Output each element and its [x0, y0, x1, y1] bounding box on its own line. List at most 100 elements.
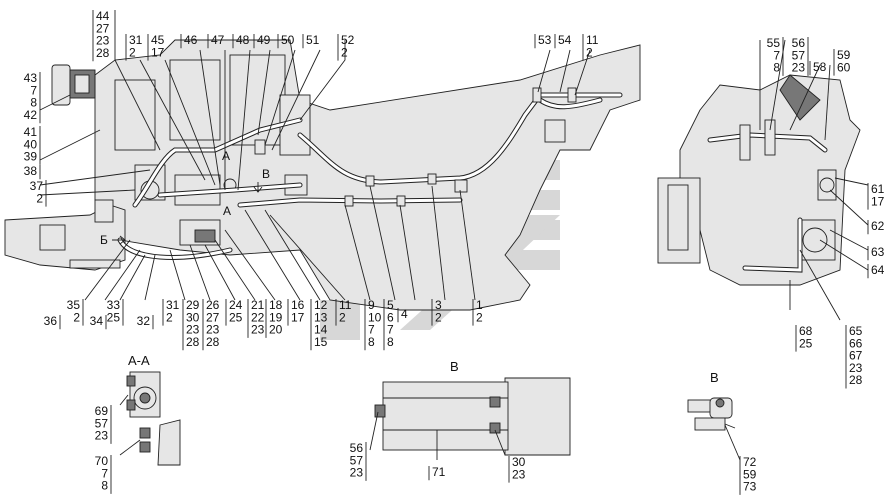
- part-number-label: 17: [291, 310, 305, 324]
- callout-s62: 62: [867, 219, 885, 235]
- part-number-label: 7: [30, 83, 37, 97]
- part-number-label: 45: [151, 33, 165, 47]
- part-number-label: 39: [24, 150, 38, 164]
- part-number-label: 57: [95, 416, 109, 430]
- part-number-label: 23: [95, 429, 109, 443]
- part-number-label: 57: [792, 48, 806, 62]
- part-number-label: 72: [743, 455, 757, 469]
- engine-block: [94, 39, 641, 311]
- filter-assembly: [51, 64, 96, 106]
- part-number-label: 23: [849, 361, 863, 375]
- arrow-v-icon: [253, 182, 263, 193]
- part-number-label: 8: [387, 335, 394, 349]
- transmission-housing: [4, 199, 126, 271]
- part-number-label: 8: [368, 335, 375, 349]
- part-number-label: 14: [314, 323, 328, 337]
- part-number-label: 6: [387, 310, 394, 324]
- part-number-label: 19: [269, 310, 283, 324]
- part-number-label: 8: [30, 96, 37, 110]
- section-marker-a-top: А: [222, 149, 230, 163]
- part-number-label: 28: [206, 335, 220, 349]
- part-number-label: 23: [251, 323, 265, 337]
- callout-s38: 38: [24, 164, 41, 180]
- part-number-label: 69: [95, 404, 109, 418]
- callout-s50: 50: [277, 33, 295, 49]
- part-number-label: 64: [871, 263, 885, 277]
- callout-s4: 4: [397, 307, 408, 323]
- part-number-label: 42: [24, 108, 38, 122]
- part-number-label: 30: [512, 455, 526, 469]
- callout-s53: 53: [534, 33, 552, 49]
- part-number-label: 10: [368, 310, 382, 324]
- part-number-label: 9: [368, 298, 375, 312]
- pipe-lines: [117, 87, 623, 260]
- part-number-label: 36: [44, 314, 58, 328]
- section-marker-a-bottom: А: [223, 204, 231, 218]
- part-number-label: 15: [314, 335, 328, 349]
- callout-s35: 352: [67, 298, 84, 326]
- part-number-label: 68: [799, 324, 813, 338]
- part-number-label: 23: [350, 466, 364, 480]
- part-number-label: 61: [871, 182, 885, 196]
- callout-s32: 32: [137, 314, 154, 330]
- part-number-label: 67: [849, 349, 863, 363]
- view-marker-v-arrow: В: [262, 167, 270, 181]
- part-number-label: 2: [341, 45, 348, 59]
- part-number-label: 18: [269, 298, 283, 312]
- part-number-label: 2: [476, 310, 483, 324]
- detail-view-v-middle: [374, 377, 571, 456]
- part-number-label: 2: [73, 310, 80, 324]
- part-number-label: 70: [95, 454, 109, 468]
- part-number-label: 8: [773, 61, 780, 75]
- callout-s31t: 312: [125, 33, 143, 61]
- callout-s37: 372: [30, 179, 47, 207]
- callout-s36: 36: [44, 314, 61, 330]
- part-number-label: 2: [586, 45, 593, 59]
- part-number-label: 44: [96, 9, 110, 23]
- part-number-label: 23: [792, 61, 806, 75]
- part-number-label: 35: [67, 298, 81, 312]
- part-number-label: 28: [186, 335, 200, 349]
- part-number-label: 47: [211, 33, 225, 47]
- part-number-label: 33: [107, 298, 121, 312]
- part-number-label: 8: [101, 479, 108, 493]
- part-number-label: 5: [387, 298, 394, 312]
- callout-s31b: 312: [162, 298, 180, 326]
- part-number-label: 52: [341, 33, 355, 47]
- part-number-label: 38: [24, 164, 38, 178]
- part-number-label: 56: [350, 441, 364, 455]
- callout-s47: 47: [207, 33, 225, 49]
- callout-s51: 51: [302, 33, 320, 49]
- part-number-label: 4: [401, 307, 408, 321]
- part-number-label: 25: [107, 310, 121, 324]
- callout-s34: 34: [90, 314, 107, 330]
- callout-s11b: 112: [335, 298, 352, 326]
- part-number-label: 29: [186, 298, 200, 312]
- callout-s49: 49: [253, 33, 271, 49]
- part-number-label: 51: [306, 33, 320, 47]
- callout-s52: 522: [337, 33, 355, 61]
- part-number-label: 31: [129, 33, 143, 47]
- part-number-label: 43: [24, 71, 38, 85]
- part-number-label: 46: [184, 33, 198, 47]
- part-number-label: 3: [435, 298, 442, 312]
- view-title-section-aa: А-А: [128, 353, 150, 368]
- part-number-label: 56: [792, 36, 806, 50]
- part-number-label: 25: [229, 310, 243, 324]
- callout-s3: 32: [431, 298, 442, 326]
- part-number-label: 7: [101, 466, 108, 480]
